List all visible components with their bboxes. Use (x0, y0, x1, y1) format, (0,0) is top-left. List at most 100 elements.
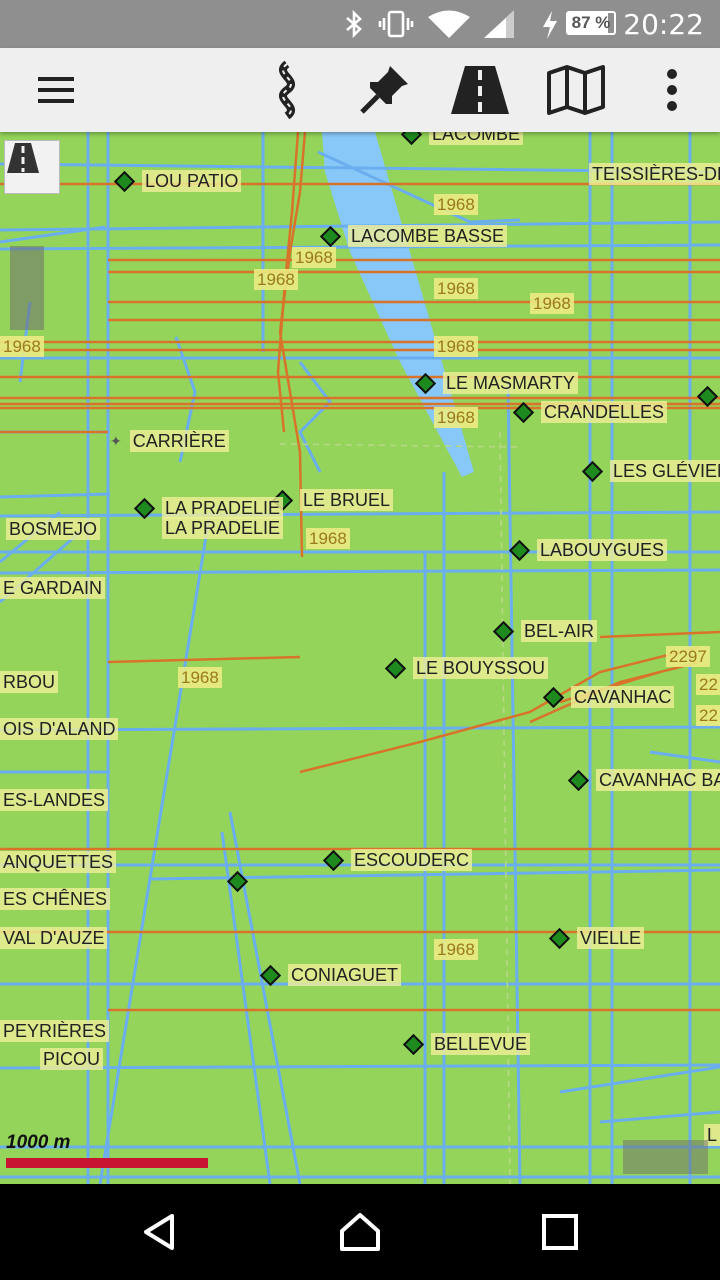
place-label[interactable]: L (704, 1123, 720, 1147)
place-label[interactable]: RBOU (0, 670, 59, 694)
place-marker-icon (226, 870, 249, 892)
place-label[interactable]: TEISSIÈRES-DE (589, 162, 720, 186)
place-label[interactable]: LABOUYGUES (508, 538, 668, 562)
place-label[interactable]: PICOU (40, 1047, 104, 1071)
place-label[interactable]: LOU PATIO (113, 169, 242, 193)
place-label[interactable]: LES GLÉVIEN (581, 459, 720, 483)
elevation-label: 1968 (306, 528, 350, 549)
navigation-bar (0, 1184, 720, 1280)
place-marker-icon (548, 927, 571, 949)
scale-bar: 1000 m (6, 1132, 208, 1168)
place-label[interactable]: PEYRIÈRES (0, 1019, 110, 1043)
battery-icon: 87 % (566, 11, 616, 35)
elevation-label: 1968 (434, 939, 478, 960)
status-bar: 87 % 20:22 (0, 0, 720, 48)
place-marker-icon (113, 170, 136, 192)
place-marker-icon (402, 1033, 425, 1055)
zoom-handle[interactable] (623, 1140, 708, 1174)
road-button[interactable] (440, 48, 520, 132)
elevation-label: 1968 (434, 407, 478, 428)
boundary-lines (279, 431, 521, 1184)
place-marker[interactable] (226, 869, 255, 893)
scale-bar-line (6, 1158, 208, 1168)
scale-label: 1000 m (6, 1132, 71, 1153)
place-marker-icon (259, 964, 282, 986)
road-icon (451, 66, 509, 114)
road-overlay-button[interactable] (4, 140, 60, 194)
overflow-menu-icon (667, 69, 677, 111)
charging-icon (543, 11, 557, 39)
back-button[interactable] (120, 1202, 200, 1262)
elevation-label: 2297 (666, 646, 710, 667)
place-marker-icon (400, 132, 423, 145)
place-marker-icon (542, 686, 565, 708)
home-button[interactable] (320, 1202, 400, 1262)
place-label[interactable]: ✦CARRIÈRE (110, 429, 229, 453)
place-label[interactable]: ANQUETTES (0, 850, 117, 874)
place-label[interactable]: CONIAGUET (259, 963, 402, 987)
signal-icon (484, 10, 514, 38)
place-marker-icon (567, 769, 590, 791)
place-label[interactable]: OIS D'ALAND (0, 717, 119, 741)
place-marker[interactable] (696, 384, 720, 408)
place-marker-icon (133, 497, 156, 519)
cross-marker-icon: ✦ (110, 432, 122, 449)
place-marker-icon (322, 849, 345, 871)
home-icon (340, 1213, 380, 1251)
place-marker-icon (384, 657, 407, 679)
place-label[interactable]: LE BOUYSSOU (384, 656, 549, 680)
hamburger-menu-button[interactable] (16, 48, 96, 132)
app-toolbar (0, 48, 720, 132)
recents-button[interactable] (520, 1202, 600, 1262)
road-icon (7, 143, 39, 173)
elevation-label: 1968 (434, 278, 478, 299)
place-label[interactable]: BEL-AIR (492, 619, 598, 643)
elevation-label: 1968 (0, 336, 44, 357)
battery-percent: 87 % (571, 13, 611, 32)
elevation-label: 1968 (254, 269, 298, 290)
overflow-menu-button[interactable] (632, 48, 712, 132)
route-button[interactable] (247, 48, 327, 132)
place-label[interactable]: CAVANHAC BA (567, 768, 720, 792)
place-label[interactable]: BOSMEJO (6, 517, 101, 541)
place-label[interactable]: ES-LANDES (0, 788, 109, 812)
recents-icon (542, 1214, 578, 1250)
elevation-label: 22 (696, 674, 720, 695)
place-label[interactable]: ESCOUDERC (322, 848, 473, 872)
place-label[interactable]: CRANDELLES (512, 400, 668, 424)
place-marker-icon (414, 372, 437, 394)
place-label[interactable]: LACOMBE (400, 132, 524, 146)
pin-icon (360, 66, 408, 114)
place-label[interactable]: BELLEVUE (402, 1032, 531, 1056)
back-icon (144, 1214, 174, 1250)
add-pin-button[interactable] (344, 48, 424, 132)
side-panel-handle[interactable] (10, 246, 44, 330)
place-marker-icon (512, 401, 535, 423)
hamburger-menu-icon (38, 77, 74, 103)
vibrate-icon (378, 10, 414, 38)
elevation-label: 1968 (434, 194, 478, 215)
map-icon (547, 65, 605, 115)
wifi-icon (428, 10, 470, 38)
elevation-label: 1968 (530, 293, 574, 314)
place-label[interactable]: LACOMBE BASSE (319, 224, 508, 248)
clock: 20:22 (623, 8, 704, 41)
lake (322, 132, 474, 477)
elevation-label: 22 (696, 705, 720, 726)
place-label[interactable]: LE BRUEL (271, 488, 394, 512)
place-marker-icon (319, 225, 342, 247)
elevation-label: 1968 (178, 667, 222, 688)
place-label[interactable]: LA PRADELIE (162, 516, 284, 540)
place-marker-icon (508, 539, 531, 561)
bluetooth-icon (346, 10, 362, 38)
place-label[interactable]: E GARDAIN (0, 576, 106, 600)
map-layers-button[interactable] (536, 48, 616, 132)
place-label[interactable]: ES CHÊNES (0, 887, 111, 911)
map-view[interactable]: LACOMBE LOU PATIO TEISSIÈRES-DE LACOMBE … (0, 132, 720, 1184)
place-label[interactable]: LE MASMARTY (414, 371, 578, 395)
place-label[interactable]: VAL D'AUZE (0, 926, 108, 950)
place-label[interactable]: LA PRADELIE (133, 496, 284, 520)
place-marker-icon (696, 385, 719, 407)
place-label[interactable]: CAVANHAC (542, 685, 675, 709)
place-label[interactable]: VIELLE (548, 926, 645, 950)
